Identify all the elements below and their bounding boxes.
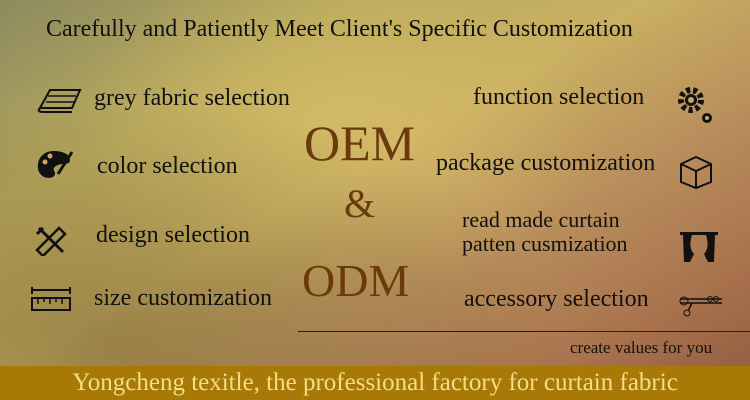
item-curtain-line1: read made curtain: [462, 207, 620, 232]
footer-banner: Yongcheng texitle, the professional fact…: [0, 366, 750, 400]
item-design: design selection: [96, 222, 250, 248]
item-color: color selection: [97, 153, 238, 179]
ruler-icon: [31, 287, 71, 311]
gears-icon: [678, 87, 712, 123]
headline: Carefully and Patiently Meet Client's Sp…: [46, 16, 633, 42]
oem-text: OEM: [304, 115, 416, 171]
item-grey-fabric: grey fabric selection: [94, 85, 290, 111]
item-package: package customization: [436, 150, 656, 176]
palette-icon: [37, 151, 74, 178]
curtain-rod-icon: [679, 296, 722, 317]
divider-line: [298, 331, 750, 332]
fabric-roll-icon: [37, 89, 82, 113]
curtain-icon: [680, 232, 718, 262]
tagline: create values for you: [570, 338, 713, 357]
pencil-ruler-icon: [35, 226, 67, 256]
box-icon: [680, 155, 712, 190]
item-size: size customization: [94, 285, 272, 311]
item-function: function selection: [473, 84, 645, 110]
ampersand-text: &: [344, 181, 376, 226]
odm-text: ODM: [302, 255, 410, 306]
item-curtain-line2: patten cusmization: [462, 231, 628, 256]
item-accessory: accessory selection: [464, 286, 649, 312]
